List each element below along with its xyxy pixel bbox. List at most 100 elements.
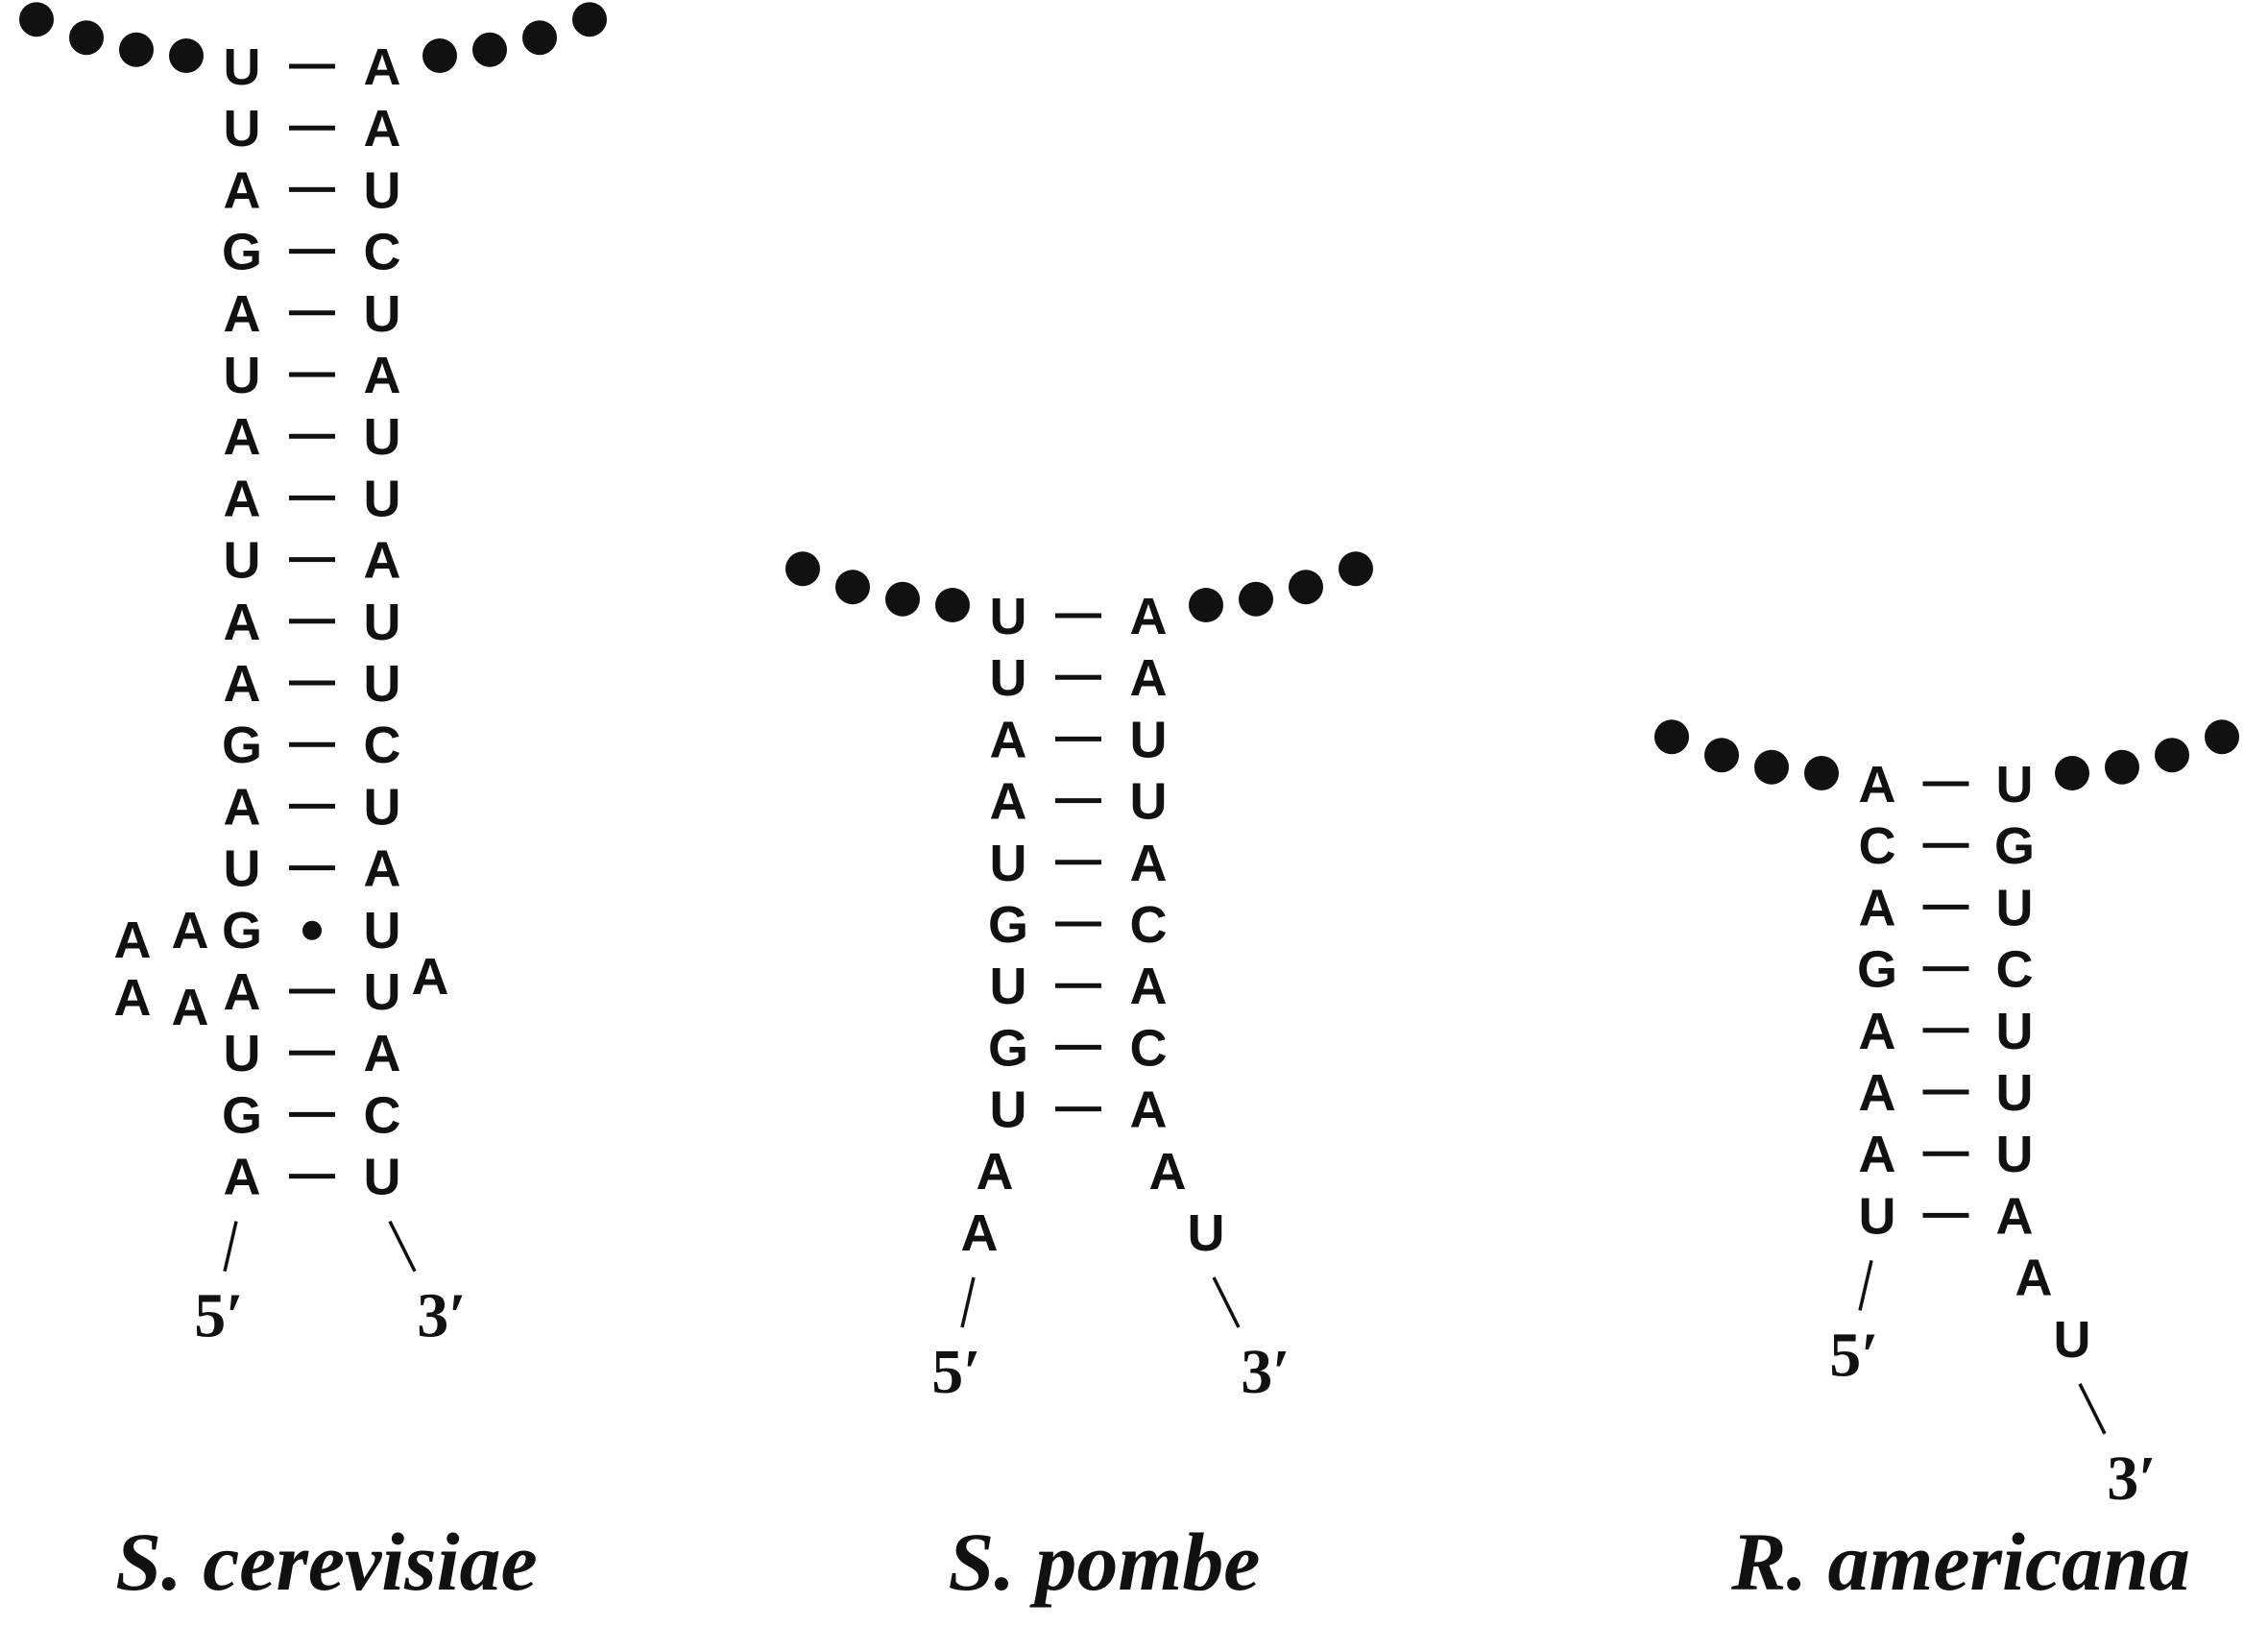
nucleotide: G [988,896,1028,954]
bulge-nucleotide: A [172,979,209,1036]
nucleotide: C [364,716,401,774]
five-prime-label: 5′ [931,1337,981,1407]
nucleotide: G [1857,941,1897,999]
loop-dot [1654,719,1689,755]
species-label: S. cerevisiae [115,1516,537,1608]
nucleotide: A [364,1025,401,1082]
loop-dot [1754,749,1789,785]
nucleotide: U [224,532,261,590]
nucleotide: A [364,100,401,158]
nucleotide: U [364,594,401,651]
loop-dot [785,551,820,587]
nucleotide: U [990,958,1027,1015]
nucleotide: A [224,408,261,466]
tail-nucleotide: A [977,1143,1014,1201]
loop-dot [572,2,607,37]
loop-dot [1704,738,1739,773]
nucleotide: C [364,1086,401,1144]
loop-dot [1189,588,1223,622]
nucleotide: A [1859,1126,1896,1183]
three-prime-label: 3′ [1241,1337,1291,1407]
strand-connector [1858,1260,1873,1311]
nucleotide: A [1130,958,1168,1015]
nucleotide: A [1859,879,1896,936]
three-prime-label: 3′ [2107,1444,2157,1514]
nucleotide: U [364,963,401,1021]
nucleotide: U [1996,1126,2034,1183]
loop-dot [1239,581,1273,617]
loop-dot [472,32,507,67]
loop-dot [19,2,54,37]
nucleotide: C [1996,941,2034,999]
loop-dot [2155,738,2189,773]
nucleotide: C [1130,1019,1168,1077]
strand-connector [388,1220,417,1273]
loop-dot [422,38,457,73]
nucleotide: G [222,902,262,959]
tail-nucleotide: U [1188,1204,1225,1262]
loop-dot [2205,719,2239,755]
five-prime-label: 5′ [1829,1320,1879,1390]
strand-connector [960,1276,976,1328]
loop-dot [835,570,870,605]
nucleotide: A [990,773,1027,831]
bulge-nucleotide: A [114,911,152,969]
nucleotide: A [1130,588,1168,645]
nucleotide: A [224,963,261,1021]
bulge-nucleotide: A [114,969,152,1027]
nucleotide: U [224,840,261,898]
nucleotide: A [224,470,261,527]
nucleotide: U [990,588,1027,645]
bulge-nucleotide: A [172,902,209,959]
tail-nucleotide: A [2015,1250,2053,1307]
nucleotide: G [222,1086,262,1144]
loop-dot [1339,551,1373,587]
wobble-pair-dot [302,920,322,940]
nucleotide: U [224,38,261,96]
strand-connector [2078,1383,2107,1435]
nucleotide: U [990,1081,1027,1139]
nucleotide: U [1996,879,2034,936]
nucleotide: A [364,38,401,96]
nucleotide: A [990,711,1027,768]
loop-dot [935,588,970,622]
nucleotide: U [1130,773,1168,831]
tail-nucleotide: A [1149,1143,1187,1201]
nucleotide: A [224,1149,261,1206]
nucleotide: A [224,161,261,219]
nucleotide: U [364,408,401,466]
loop-dot [522,20,557,56]
nucleotide: U [364,778,401,836]
nucleotide: A [1996,1187,2034,1245]
nucleotide: C [1859,817,1896,875]
nucleotide: U [364,285,401,343]
bulge-nucleotide: A [412,948,449,1006]
nucleotide: U [1996,1003,2034,1060]
nucleotide: A [364,840,401,898]
nucleotide: A [1130,835,1168,892]
nucleotide: U [224,100,261,158]
nucleotide: C [1130,896,1168,954]
strand-connector [1212,1276,1241,1328]
nucleotide: U [1996,756,2034,814]
loop-dot [69,20,104,56]
nucleotide: A [1130,1081,1168,1139]
loop-dot [2105,749,2139,785]
tail-nucleotide: U [2054,1311,2091,1369]
nucleotide: A [224,285,261,343]
five-prime-label: 5′ [194,1281,244,1351]
nucleotide: U [990,649,1027,707]
species-label: S. pombe [949,1516,1261,1608]
nucleotide: A [364,532,401,590]
loop-dot [2055,756,2089,790]
loop-dot [1289,570,1323,605]
three-prime-label: 3′ [417,1281,467,1351]
nucleotide: G [222,716,262,774]
nucleotide: U [1859,1187,1896,1245]
tail-nucleotide: A [961,1204,999,1262]
nucleotide: U [364,902,401,959]
